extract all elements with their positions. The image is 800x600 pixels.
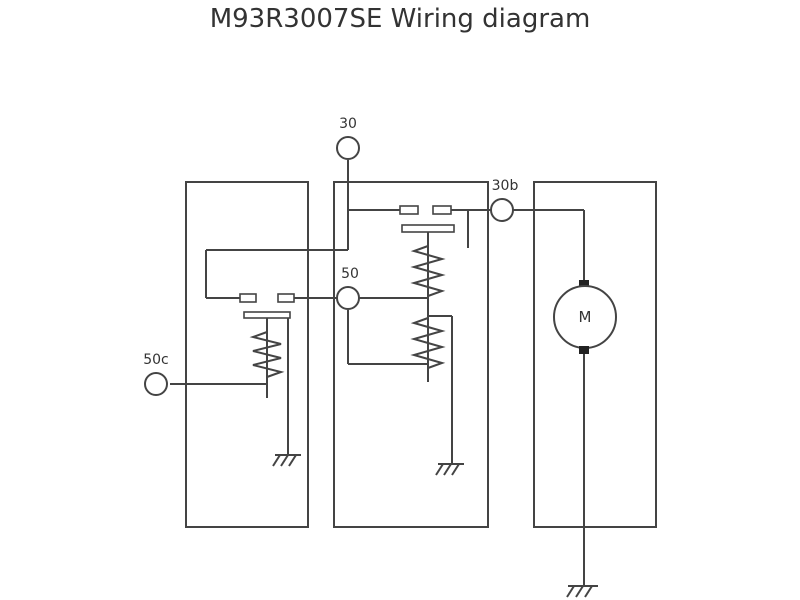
middle-contact-b [432,205,452,215]
middle-relay [347,205,492,476]
middle-contact-a [399,205,419,215]
left-relay [170,293,340,467]
terminal-30-wiring [205,160,400,299]
relay-box-middle [333,181,489,528]
terminal-50 [336,286,360,310]
motor-label: M [579,308,592,326]
terminal-30-label: 30 [339,116,357,132]
terminal-30b [490,198,514,222]
terminal-50-label: 50 [341,266,359,282]
terminal-50c-label: 50c [143,352,169,368]
terminal-30b-label: 30b [492,178,519,194]
motor-brush-bottom [579,346,589,354]
motor-circuit [513,209,617,598]
left-contact-a [239,293,257,303]
middle-coil-upper [410,245,446,297]
terminal-50c [144,372,168,396]
middle-armature [401,224,455,233]
motor-brush-top [579,280,589,288]
left-contact-b [277,293,295,303]
left-coil [249,331,285,378]
motor-box [533,181,657,528]
relay-box-left [185,181,309,528]
diagram-title: M93R3007SE Wiring diagram [209,4,591,34]
middle-coil-lower [410,317,446,369]
terminal-30 [336,136,360,160]
left-armature [243,311,291,319]
